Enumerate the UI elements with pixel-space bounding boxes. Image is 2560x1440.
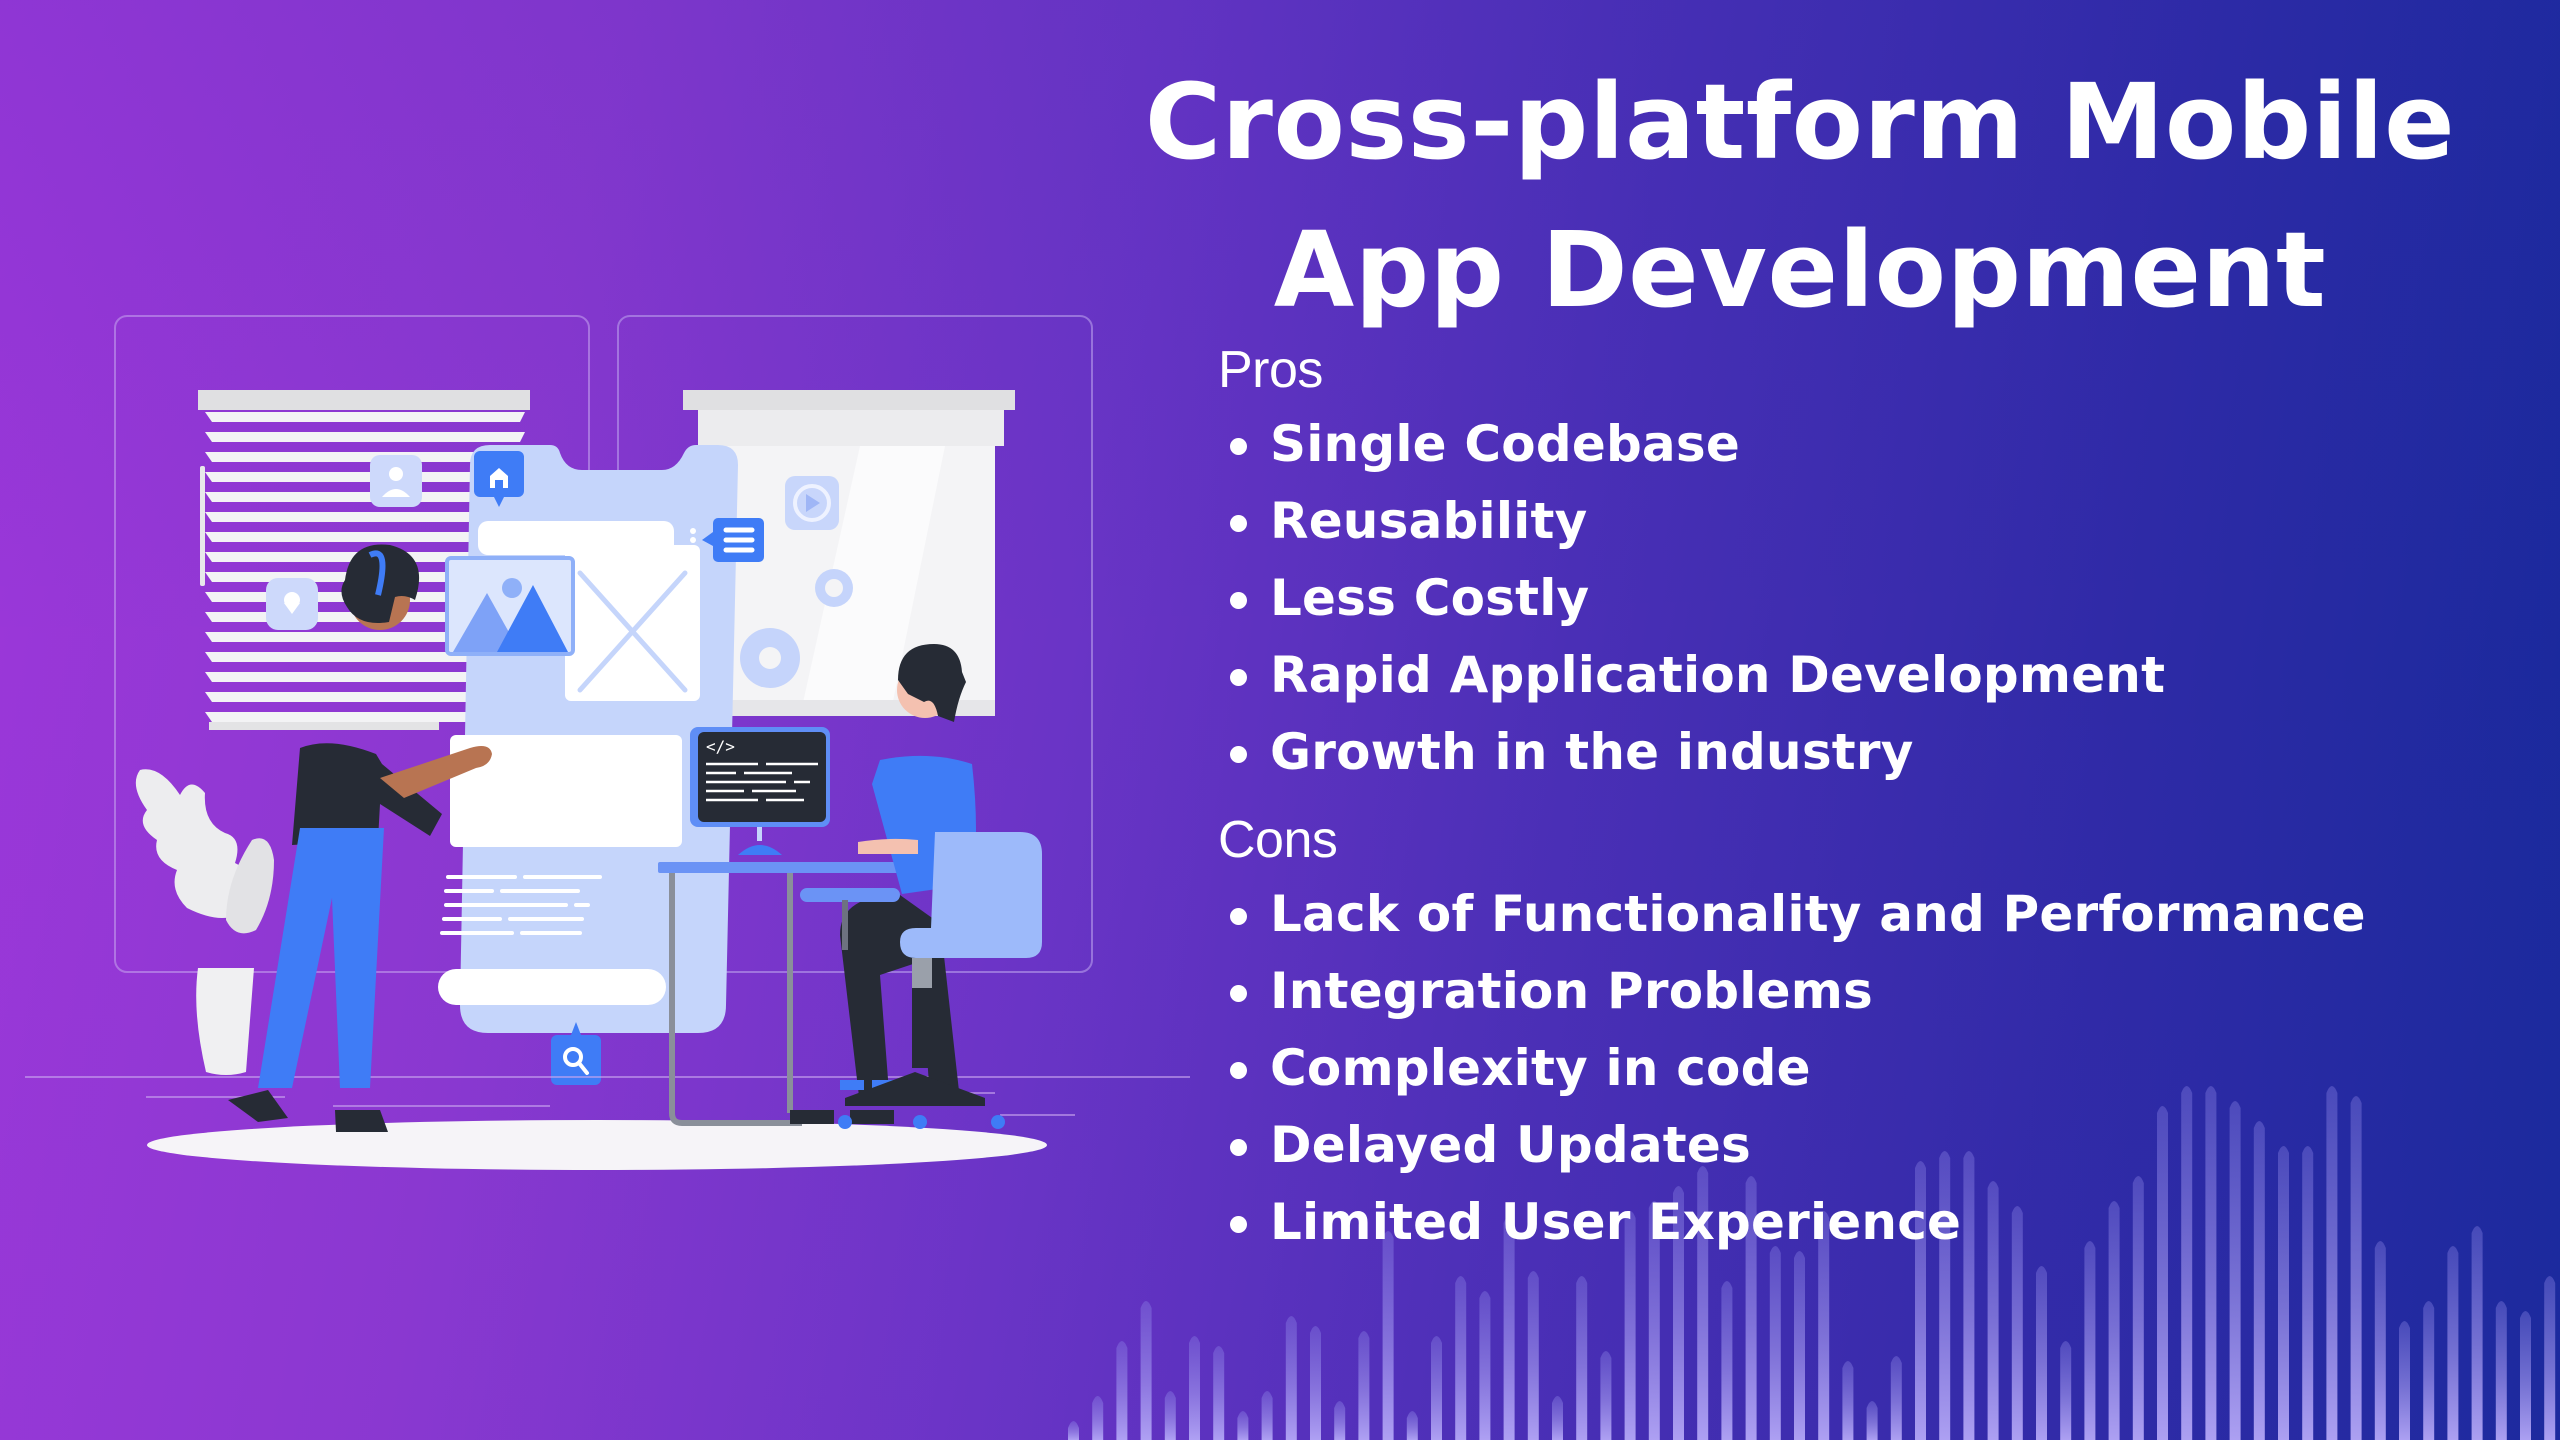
window-blinds-left [198,390,530,730]
home-icon [474,451,524,507]
cons-item: Integration Problems [1218,953,2366,1030]
plant [135,769,274,1075]
cons-item: Delayed Updates [1218,1107,2366,1184]
floor-shadow [147,1120,1047,1170]
bullet-icon [1230,746,1247,763]
play-icon [785,476,839,530]
bullet-icon [1230,985,1247,1002]
location-pin-icon [266,578,318,630]
slide-title: Cross-platform Mobile App Development [1130,48,2470,344]
cons-section: Cons Lack of Functionality and Performan… [1218,810,2366,1261]
office-chair [800,832,1042,1129]
code-glyph: </> [706,737,735,756]
desk [658,862,898,1126]
bullet-icon [1230,669,1247,686]
bullet-icon [1230,1139,1247,1156]
pros-item: Rapid Application Development [1218,637,2165,714]
pros-item: Growth in the industry [1218,714,2165,791]
pros-section: Pros Single Codebase Reusability Less Co… [1218,340,2165,791]
bullet-icon [1230,1216,1247,1233]
search-icon [551,1022,601,1085]
cons-item: Complexity in code [1218,1030,2366,1107]
pros-item: Reusability [1218,483,2165,560]
window-blinds-right [683,390,1015,716]
bullet-icon [1230,592,1247,609]
cons-item: Limited User Experience [1218,1184,2366,1261]
hero-illustration: </> [25,315,1190,1170]
woman-figure [228,544,492,1132]
pros-list: Single Codebase Reusability Less Costly … [1218,406,2165,791]
menu-icon [690,518,764,562]
bullet-icon [1230,908,1247,925]
pros-heading: Pros [1218,341,1323,399]
bullet-icon [1230,438,1247,455]
pros-item: Single Codebase [1218,406,2165,483]
cons-item: Lack of Functionality and Performance [1218,876,2366,953]
pros-item: Less Costly [1218,560,2165,637]
bullet-icon [1230,1062,1247,1079]
title-line-2: App Development [1273,209,2327,331]
user-icon [370,455,422,507]
bullet-icon [1230,515,1247,532]
image-icon [445,556,575,656]
computer-monitor: </> [690,727,830,855]
gear-icon-large [740,628,800,688]
cons-list: Lack of Functionality and Performance In… [1218,876,2366,1261]
gear-icon-small [815,569,853,607]
cons-heading: Cons [1218,811,1338,869]
title-line-1: Cross-platform Mobile [1144,61,2456,183]
